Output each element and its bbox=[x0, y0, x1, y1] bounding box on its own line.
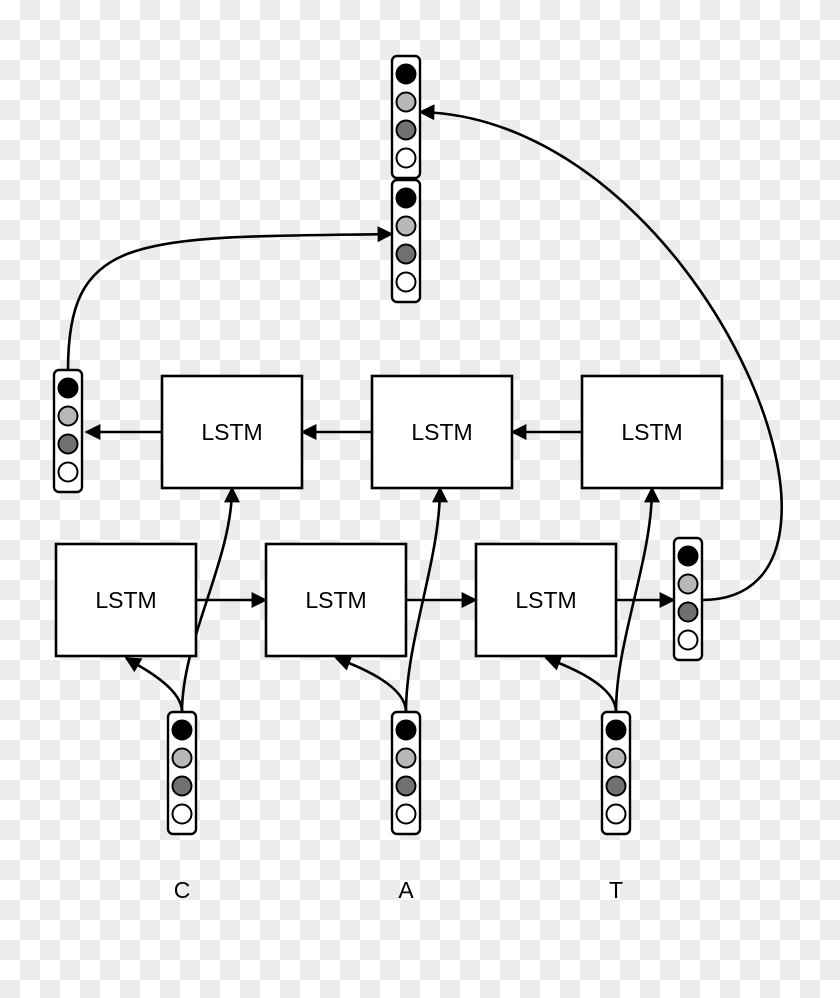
vector-frame bbox=[390, 178, 422, 304]
arrow-input-a-to-forward bbox=[334, 655, 408, 713]
arrow-input-c-to-backward bbox=[180, 486, 240, 713]
vector-unit-2 bbox=[677, 573, 699, 595]
vector-frame bbox=[390, 54, 422, 180]
vector-unit-1 bbox=[677, 545, 699, 567]
vector-frame bbox=[672, 536, 704, 662]
vector-unit-2 bbox=[605, 747, 627, 769]
backward-lstm-label: LSTM bbox=[621, 419, 682, 445]
vector-unit-2 bbox=[171, 747, 193, 769]
backward-lstm-box bbox=[580, 374, 724, 490]
backward-lstm-box bbox=[160, 374, 304, 490]
backward-output-vector bbox=[52, 368, 84, 494]
forward-output-vector bbox=[672, 536, 704, 662]
arrow-input-t-to-forward bbox=[544, 655, 618, 713]
vector-unit-2 bbox=[57, 405, 79, 427]
arrow-input-c-to-forward bbox=[124, 656, 184, 713]
vector-unit-1 bbox=[395, 63, 417, 85]
token-label-t: T bbox=[609, 877, 623, 903]
vector-unit-4 bbox=[171, 803, 193, 825]
input-vector-t bbox=[600, 710, 632, 836]
vector-unit-3 bbox=[395, 775, 417, 797]
vector-unit-3 bbox=[171, 775, 193, 797]
vector-frame bbox=[390, 710, 422, 836]
vector-unit-4 bbox=[395, 803, 417, 825]
arrow-input-t-to-backward bbox=[614, 486, 660, 713]
input-vector-a bbox=[390, 710, 422, 836]
vector-frame bbox=[52, 368, 84, 494]
token-label-a: A bbox=[398, 877, 414, 903]
vector-unit-1 bbox=[395, 187, 417, 209]
input-vector-c bbox=[166, 710, 198, 836]
backward-lstm-row: LSTM LSTM LSTM bbox=[160, 374, 724, 490]
forward-lstm-label: LSTM bbox=[515, 587, 576, 613]
forward-lstm-cell-2: LSTM bbox=[264, 542, 408, 658]
vector-unit-2 bbox=[395, 215, 417, 237]
vector-unit-4 bbox=[395, 271, 417, 293]
arrow-input-a-to-backward bbox=[404, 486, 448, 713]
vector-unit-1 bbox=[395, 719, 417, 741]
vector-unit-3 bbox=[395, 119, 417, 141]
forward-lstm-row: LSTM LSTM LSTM bbox=[54, 542, 618, 658]
forward-lstm-box bbox=[264, 542, 408, 658]
vector-unit-4 bbox=[57, 461, 79, 483]
vector-unit-4 bbox=[677, 629, 699, 651]
vector-unit-1 bbox=[57, 377, 79, 399]
vector-unit-3 bbox=[605, 775, 627, 797]
concat-vector-top bbox=[390, 54, 422, 180]
connections bbox=[66, 104, 783, 713]
forward-lstm-label: LSTM bbox=[95, 587, 156, 613]
vector-unit-2 bbox=[395, 747, 417, 769]
vector-frame bbox=[600, 710, 632, 836]
vector-unit-2 bbox=[395, 91, 417, 113]
backward-lstm-label: LSTM bbox=[201, 419, 262, 445]
forward-lstm-cell-3: LSTM bbox=[474, 542, 618, 658]
vector-glyphs bbox=[52, 54, 704, 836]
vector-unit-4 bbox=[605, 803, 627, 825]
vector-unit-1 bbox=[171, 719, 193, 741]
concat-vector-bottom bbox=[390, 178, 422, 304]
arrow-forward-output-to-concat bbox=[418, 104, 783, 602]
backward-lstm-label: LSTM bbox=[411, 419, 472, 445]
arrow-backward-output-to-concat bbox=[66, 226, 394, 371]
forward-lstm-box bbox=[474, 542, 618, 658]
vector-unit-3 bbox=[677, 601, 699, 623]
forward-lstm-cell-1: LSTM bbox=[54, 542, 198, 658]
token-label-c: C bbox=[174, 877, 191, 903]
vector-unit-1 bbox=[605, 719, 627, 741]
forward-lstm-box bbox=[54, 542, 198, 658]
vector-unit-3 bbox=[395, 243, 417, 265]
vector-frame bbox=[166, 710, 198, 836]
vector-unit-3 bbox=[57, 433, 79, 455]
backward-lstm-cell-1: LSTM bbox=[160, 374, 304, 490]
backward-lstm-cell-3: LSTM bbox=[580, 374, 724, 490]
backward-lstm-box bbox=[370, 374, 514, 490]
forward-lstm-label: LSTM bbox=[305, 587, 366, 613]
backward-lstm-cell-2: LSTM bbox=[370, 374, 514, 490]
vector-unit-4 bbox=[395, 147, 417, 169]
